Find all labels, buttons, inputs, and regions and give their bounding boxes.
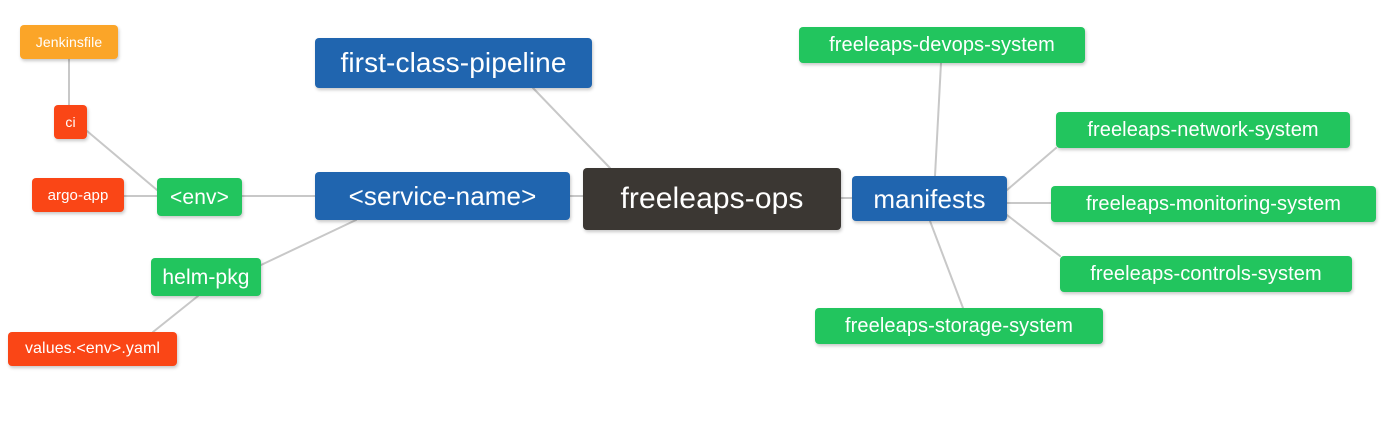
node-manifests[interactable]: manifests bbox=[852, 176, 1007, 221]
node-label-freeleaps-devops-system: freeleaps-devops-system bbox=[829, 34, 1055, 56]
node-freeleaps-network-system[interactable]: freeleaps-network-system bbox=[1056, 112, 1350, 148]
node-label-freeleaps-storage-system: freeleaps-storage-system bbox=[844, 315, 1074, 337]
node-label-freeleaps-controls-system: freeleaps-controls-system bbox=[1090, 263, 1322, 285]
node-env[interactable]: <env> bbox=[157, 178, 242, 216]
edge-helmpkg-servicename bbox=[260, 219, 357, 266]
node-label-values-yaml: values.<env>.yaml bbox=[24, 340, 161, 357]
node-label-first-class-pipeline: first-class-pipeline bbox=[340, 47, 567, 78]
node-label-jenkinsfile: Jenkinsfile bbox=[35, 34, 103, 50]
node-label-argo-app: argo-app bbox=[47, 186, 109, 204]
node-freeleaps-storage-system[interactable]: freeleaps-storage-system bbox=[815, 308, 1103, 344]
node-freeleaps-monitoring-system[interactable]: freeleaps-monitoring-system bbox=[1051, 186, 1376, 222]
node-label-ci: ci bbox=[65, 114, 76, 130]
node-ci[interactable]: ci bbox=[54, 105, 87, 139]
node-freeleaps-controls-system[interactable]: freeleaps-controls-system bbox=[1060, 256, 1352, 292]
edge-manifests-network bbox=[1006, 147, 1057, 191]
node-label-freeleaps-monitoring-system: freeleaps-monitoring-system bbox=[1085, 193, 1341, 215]
node-freeleaps-ops[interactable]: freeleaps-ops bbox=[583, 168, 841, 230]
edge-manifests-storage bbox=[929, 220, 964, 309]
node-argo-app[interactable]: argo-app bbox=[32, 178, 124, 212]
node-label-service-name: <service-name> bbox=[348, 181, 537, 211]
node-service-name[interactable]: <service-name> bbox=[315, 172, 570, 220]
node-label-env: <env> bbox=[170, 185, 229, 209]
edge-valuesyaml-helmpkg bbox=[152, 295, 199, 333]
node-first-class-pipeline[interactable]: first-class-pipeline bbox=[315, 38, 592, 88]
node-label-helm-pkg: helm-pkg bbox=[162, 265, 250, 289]
node-label-manifests: manifests bbox=[873, 183, 986, 214]
node-freeleaps-devops-system[interactable]: freeleaps-devops-system bbox=[799, 27, 1085, 63]
node-label-freeleaps-network-system: freeleaps-network-system bbox=[1087, 119, 1319, 141]
edge-firstclass-ops bbox=[532, 87, 611, 169]
node-values-yaml[interactable]: values.<env>.yaml bbox=[8, 332, 177, 366]
edge-manifests-devops bbox=[934, 62, 942, 177]
node-label-freeleaps-ops: freeleaps-ops bbox=[620, 182, 804, 215]
node-jenkinsfile[interactable]: Jenkinsfile bbox=[20, 25, 118, 59]
node-helm-pkg[interactable]: helm-pkg bbox=[151, 258, 261, 296]
